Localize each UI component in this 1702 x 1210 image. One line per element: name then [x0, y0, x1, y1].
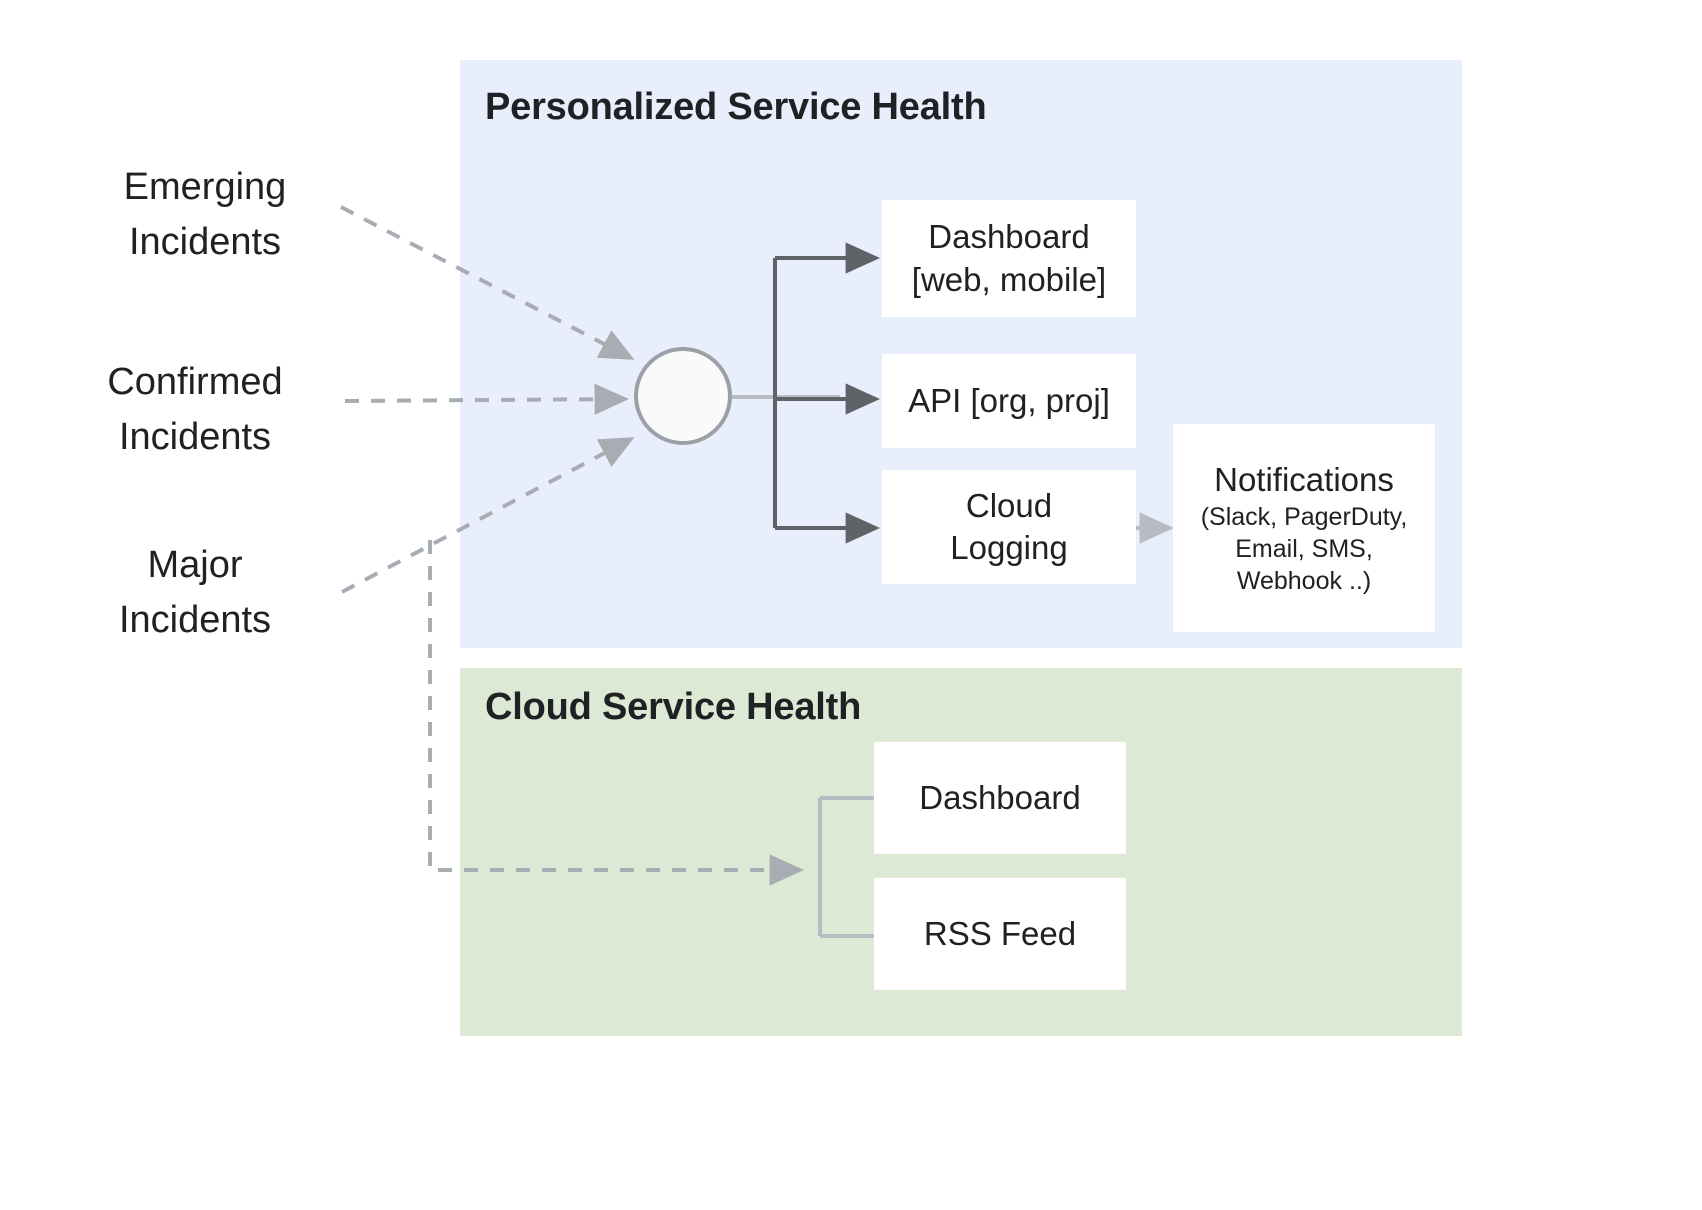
node-dashboard-web-mobile[interactable]: Dashboard [web, mobile] — [882, 200, 1136, 317]
aggregation-hub-node[interactable] — [634, 347, 732, 445]
node-api-org-proj-line1: API [org, proj] — [908, 381, 1110, 419]
connector-emerging-to-hub — [340, 205, 635, 360]
node-cloud-dashboard-label: Dashboard — [919, 778, 1081, 816]
node-rss-feed-label: RSS Feed — [923, 914, 1077, 952]
source-label-major-incidents-line2: Incidents — [118, 599, 272, 642]
source-label-emerging-incidents: Emerging Incidents — [75, 160, 335, 270]
node-rss-feed[interactable]: RSS Feed — [874, 878, 1126, 990]
node-notifications-detail-2: Email, SMS, — [1235, 535, 1373, 564]
node-dashboard-web-mobile-line1: Dashboard — [928, 218, 1090, 256]
source-label-emerging-incidents-line1: Emerging — [123, 166, 287, 208]
panel-title-personalized-service-health: Personalized Service Health — [485, 86, 987, 128]
node-cloud-dashboard[interactable]: Dashboard — [874, 742, 1126, 854]
source-label-major-incidents: Major Incidents — [55, 538, 335, 648]
node-dashboard-web-mobile-line2: [web, mobile] — [911, 260, 1107, 298]
connector-major-to-hub — [341, 437, 635, 594]
node-notifications-title: Notifications — [1214, 460, 1394, 498]
source-label-confirmed-incidents-line2: Incidents — [118, 416, 272, 459]
node-cloud-logging[interactable]: Cloud Logging — [882, 470, 1136, 584]
source-label-emerging-incidents-line2: Incidents — [128, 221, 282, 264]
source-label-confirmed-incidents: Confirmed Incidents — [55, 355, 335, 465]
node-cloud-logging-line1: Cloud — [965, 486, 1053, 524]
node-cloud-logging-line2: Logging — [950, 529, 1068, 566]
node-notifications-detail-1: (Slack, PagerDuty, — [1200, 503, 1408, 532]
connector-major-to-cloud-service-health — [428, 540, 805, 886]
source-label-major-incidents-line1: Major — [147, 544, 243, 586]
connector-confirmed-to-hub — [344, 383, 629, 415]
source-label-confirmed-incidents-line1: Confirmed — [107, 361, 283, 403]
node-api-org-proj[interactable]: API [org, proj] — [882, 354, 1136, 448]
panel-title-cloud-service-health: Cloud Service Health — [485, 686, 862, 728]
node-notifications[interactable]: Notifications (Slack, PagerDuty, Email, … — [1173, 424, 1435, 632]
node-notifications-detail-3: Webhook ..) — [1236, 567, 1372, 596]
